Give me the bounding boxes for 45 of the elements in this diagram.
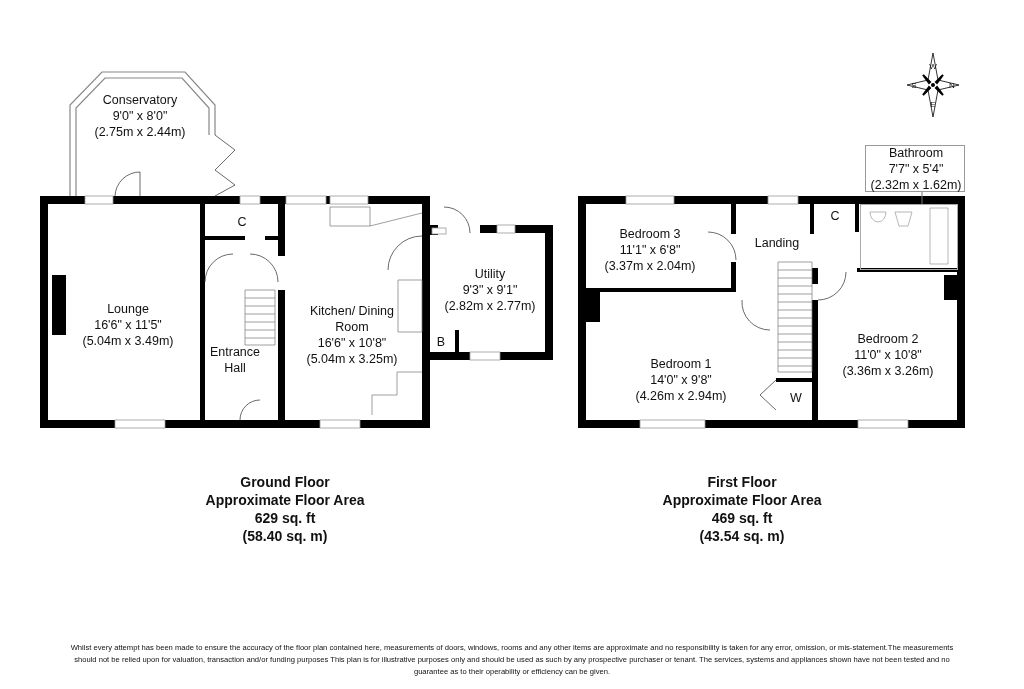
room-dimensions: (5.04m x 3.49m) xyxy=(82,333,174,349)
room-name: Bedroom 3 xyxy=(618,226,682,242)
leader-line xyxy=(921,191,923,205)
room-name: Utility xyxy=(473,266,507,282)
room-dimensions: (5.04m x 3.25m) xyxy=(306,351,398,367)
room-name: C xyxy=(830,208,840,224)
room-name: B xyxy=(436,334,446,350)
room-dimensions: (2.75m x 2.44m) xyxy=(94,124,186,140)
compass-letter: N xyxy=(949,80,955,90)
room-dimensions: (3.37m x 2.04m) xyxy=(604,258,696,274)
room-dimensions: 11'0" x 10'8" xyxy=(853,347,923,363)
room-name: Entrance Hall xyxy=(209,344,261,376)
floor-area-heading: Approximate Floor Area xyxy=(662,492,822,508)
room-dimensions: (2.82m x 2.77m) xyxy=(444,298,536,314)
room-name: Landing xyxy=(754,235,800,251)
room-dimensions: 14'0" x 9'8" xyxy=(649,372,713,388)
room-name: Kitchen/ Dining Room xyxy=(308,303,395,335)
room-dimensions: (3.36m x 3.26m) xyxy=(842,363,934,379)
floor-area-value: (58.40 sq. m) xyxy=(242,528,328,544)
room-name: Bedroom 2 xyxy=(856,331,920,347)
floor-area-heading: Approximate Floor Area xyxy=(205,492,365,508)
floor-area-value: 629 sq. ft xyxy=(254,510,316,526)
room-name: W xyxy=(790,390,802,406)
room-dimensions: 16'6" x 10'8" xyxy=(316,335,388,351)
room-name: Bathroom xyxy=(887,145,945,161)
room-name: Lounge xyxy=(106,301,150,317)
room-dimensions: 9'0" x 8'0" xyxy=(111,108,169,124)
room-dimensions: 9'3" x 9'1" xyxy=(461,282,519,298)
compass-letter: W xyxy=(929,61,937,71)
room-dimensions: (4.26m x 2.94m) xyxy=(635,388,727,404)
room-name: Conservatory xyxy=(101,92,179,108)
room-dimensions: (2.32m x 1.62m) xyxy=(870,177,962,193)
floor-area-value: 469 sq. ft xyxy=(711,510,773,526)
compass-letter: S xyxy=(911,80,917,90)
floor-area-value: (43.54 sq. m) xyxy=(699,528,785,544)
room-name: C xyxy=(237,214,247,230)
room-area xyxy=(860,204,958,270)
floor-title: First Floor xyxy=(707,474,777,490)
room-name: Bedroom 1 xyxy=(649,356,713,372)
floor-title: Ground Floor xyxy=(240,474,330,490)
room-dimensions: 16'6" x 11'5" xyxy=(93,317,163,333)
room-dimensions: 11'1" x 6'8" xyxy=(618,242,682,258)
compass-letter: E xyxy=(930,99,936,109)
room-dimensions: 7'7" x 5'4" xyxy=(887,161,945,177)
room-label-box xyxy=(865,145,965,192)
